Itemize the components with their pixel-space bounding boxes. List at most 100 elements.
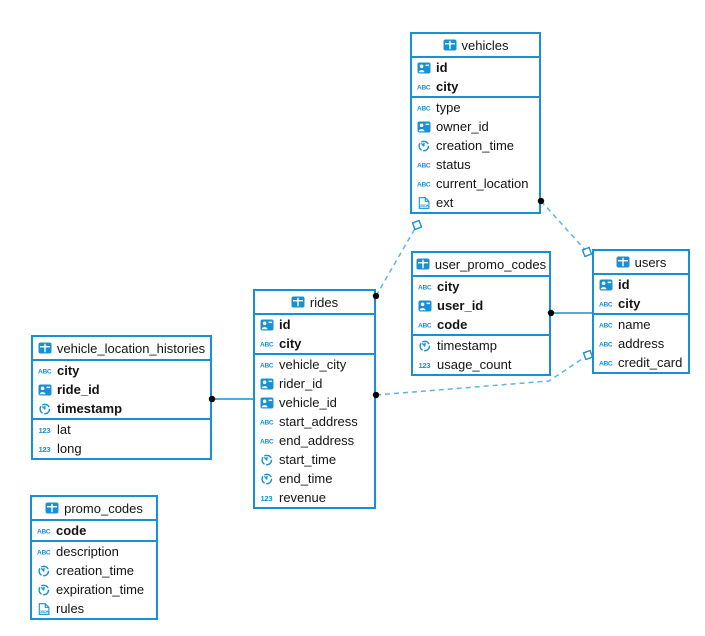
svg-text:ABC: ABC	[599, 301, 613, 308]
svg-text:ABC: ABC	[260, 341, 274, 348]
timestamp-type-icon	[37, 584, 51, 596]
abc-type-icon: ABC	[38, 365, 52, 377]
column-name: usage_count	[437, 357, 512, 372]
column-end_address[interactable]: ABC end_address	[255, 431, 374, 450]
svg-text:ABC: ABC	[37, 549, 51, 556]
relation-line-rides-vehicles[interactable]	[375, 224, 418, 297]
table-header[interactable]: user_promo_codes	[413, 253, 549, 277]
column-name: city	[279, 336, 302, 351]
column-creation_time[interactable]: creation_time	[32, 561, 156, 580]
column-name: revenue	[279, 490, 326, 505]
table-header[interactable]: vehicles	[412, 34, 539, 58]
column-city[interactable]: ABC city	[255, 334, 374, 353]
table-name: vehicles	[461, 37, 509, 53]
abc-type-icon: ABC	[599, 357, 613, 369]
abc-type-icon: ABC	[260, 435, 274, 447]
abc-type-icon: ABC	[260, 359, 274, 371]
table-header[interactable]: promo_codes	[32, 497, 156, 521]
svg-text:ABC: ABC	[417, 162, 431, 169]
column-timestamp[interactable]: timestamp	[413, 336, 549, 355]
column-name: creation_time	[56, 563, 135, 578]
column-start_time[interactable]: start_time	[255, 450, 374, 469]
column-id[interactable]: id	[412, 58, 539, 77]
column-city[interactable]: ABC city	[33, 361, 210, 380]
column-expiration_time[interactable]: expiration_time	[32, 580, 156, 599]
column-ride_id[interactable]: ride_id	[33, 380, 210, 399]
svg-text:ABC: ABC	[417, 181, 431, 188]
svg-text:ABC: ABC	[599, 341, 613, 348]
table-header[interactable]: vehicle_location_histories	[33, 337, 210, 361]
column-user_id[interactable]: user_id	[413, 296, 549, 315]
id-type-icon	[260, 397, 274, 409]
column-code[interactable]: ABC code	[32, 521, 156, 540]
column-name: start_time	[279, 452, 337, 467]
abc-type-icon: ABC	[599, 298, 613, 310]
svg-text:123: 123	[261, 494, 273, 503]
column-rider_id[interactable]: rider_id	[255, 374, 374, 393]
column-name: long	[57, 441, 82, 456]
column-name: code	[56, 523, 87, 538]
timestamp-type-icon	[38, 403, 52, 415]
table-name: promo_codes	[64, 500, 143, 516]
table-header[interactable]: users	[594, 251, 688, 275]
column-end_time[interactable]: end_time	[255, 469, 374, 488]
column-id[interactable]: id	[255, 315, 374, 334]
table-name: rides	[309, 294, 339, 310]
svg-text:JSON: JSON	[419, 203, 429, 208]
primary-key-section: ABC city ride_id timestamp	[33, 361, 210, 420]
timestamp-type-icon	[418, 340, 432, 352]
svg-text:123: 123	[39, 426, 51, 435]
column-vehicle_id[interactable]: vehicle_id	[255, 393, 374, 412]
relation-line-rides-users[interactable]	[375, 354, 589, 396]
abc-type-icon: ABC	[417, 178, 431, 190]
primary-key-section: ABC code	[32, 521, 156, 542]
table-header[interactable]: rides	[255, 291, 374, 315]
column-id[interactable]: id	[594, 275, 688, 294]
column-name: ride_id	[57, 382, 100, 397]
column-name: city	[57, 363, 80, 378]
id-type-icon	[417, 62, 431, 74]
relation-line-vehicles-users[interactable]	[540, 200, 588, 253]
column-revenue[interactable]: 123 revenue	[255, 488, 374, 507]
column-owner_id[interactable]: owner_id	[412, 117, 539, 136]
svg-text:ABC: ABC	[37, 528, 51, 535]
abc-type-icon: ABC	[37, 546, 51, 558]
column-timestamp[interactable]: timestamp	[33, 399, 210, 418]
column-creation_time[interactable]: creation_time	[412, 136, 539, 155]
table-name: vehicle_location_histories	[56, 340, 206, 356]
svg-text:ABC: ABC	[418, 322, 432, 329]
column-name: city	[436, 79, 459, 94]
column-name: end_address	[279, 433, 355, 448]
table-icon	[45, 502, 59, 514]
